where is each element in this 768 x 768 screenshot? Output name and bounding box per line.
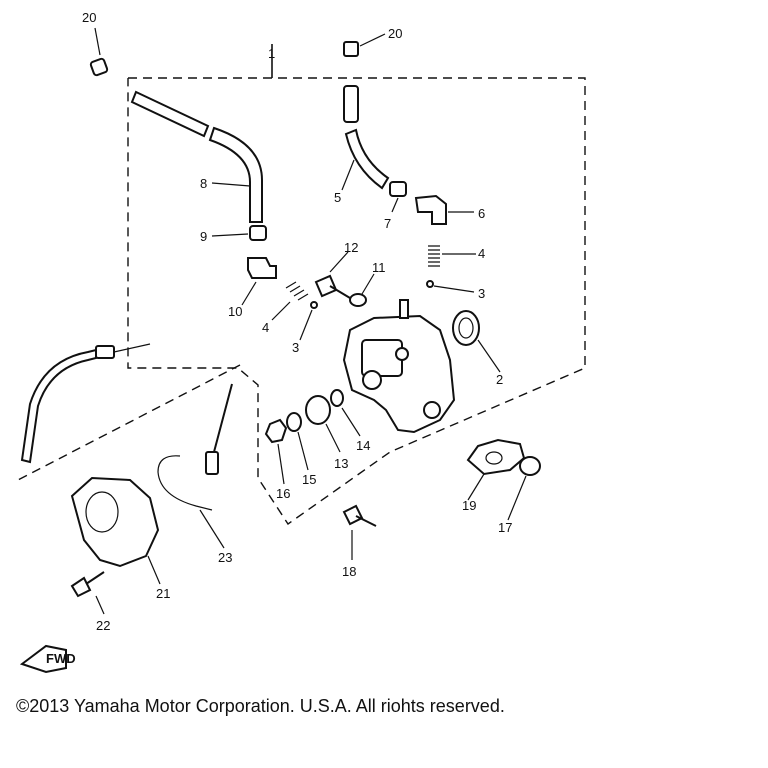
washer-part-11 <box>349 273 375 307</box>
washer-part-15 <box>286 412 309 471</box>
callout-5: 5 <box>334 190 341 205</box>
ball-part-3-right <box>426 280 434 288</box>
oil-seal-part-2 <box>452 310 501 373</box>
wire-part-23 <box>157 383 233 549</box>
callout-9: 9 <box>200 229 207 244</box>
fwd-label: FWD <box>46 651 76 666</box>
callout-18: 18 <box>342 564 356 579</box>
callout-16: 16 <box>276 486 290 501</box>
callout-19: 19 <box>462 498 476 513</box>
bolt-part-12 <box>314 251 351 299</box>
screw-part-22 <box>70 571 105 615</box>
spring-part-4-left <box>271 281 309 321</box>
callout-23: 23 <box>218 550 232 565</box>
bolt-part-18 <box>342 504 377 560</box>
copyright-notice: ©2013 Yamaha Motor Corporation. U.S.A. A… <box>16 696 505 716</box>
assembly-boundary <box>127 77 586 525</box>
callout-22: 22 <box>96 618 110 633</box>
callout-21: 21 <box>156 586 170 601</box>
pump-cover-part-21 <box>70 476 161 585</box>
clamp-part-9 <box>211 225 267 241</box>
callout-20-left: 20 <box>82 10 96 25</box>
plate-part-13 <box>305 395 341 453</box>
callout-8: 8 <box>200 176 207 191</box>
callout-3-left: 3 <box>292 340 299 355</box>
clamp-part-7 <box>389 181 407 213</box>
elbow-fitting-part-6 <box>414 194 474 225</box>
cap-part-20-top <box>343 33 386 57</box>
callout-12: 12 <box>344 240 358 255</box>
cap-part-20-left <box>89 27 109 77</box>
washer-part-14 <box>330 389 361 437</box>
callout-1: 1 <box>268 46 275 61</box>
callout-13: 13 <box>334 456 348 471</box>
control-cable <box>20 343 151 464</box>
nut-part-16 <box>264 418 288 485</box>
washer-part-17 <box>507 456 541 521</box>
ball-part-3-left <box>310 301 318 309</box>
callout-10: 10 <box>228 304 242 319</box>
hose-part-8 <box>130 90 263 223</box>
forward-direction-arrow: FWD <box>19 644 76 674</box>
callout-3-right: 3 <box>478 286 485 301</box>
callout-11: 11 <box>372 260 386 275</box>
exploded-parts-diagram: FWD 20 20 1 8 5 7 6 9 12 4 11 3 10 4 3 2… <box>17 10 586 674</box>
callout-4-right: 4 <box>478 246 485 261</box>
callout-2: 2 <box>496 372 503 387</box>
elbow-fitting-part-10 <box>241 257 277 306</box>
callout-4-left: 4 <box>262 320 269 335</box>
hose-part-5 <box>341 85 390 191</box>
callout-17: 17 <box>498 520 512 535</box>
callout-14: 14 <box>356 438 370 453</box>
callout-6: 6 <box>478 206 485 221</box>
oil-pump-body <box>342 299 456 434</box>
callout-20-top: 20 <box>388 26 402 41</box>
gasket-part-19 <box>466 438 526 501</box>
spring-part-4-right <box>428 245 476 267</box>
callout-7: 7 <box>384 216 391 231</box>
callout-15: 15 <box>302 472 316 487</box>
